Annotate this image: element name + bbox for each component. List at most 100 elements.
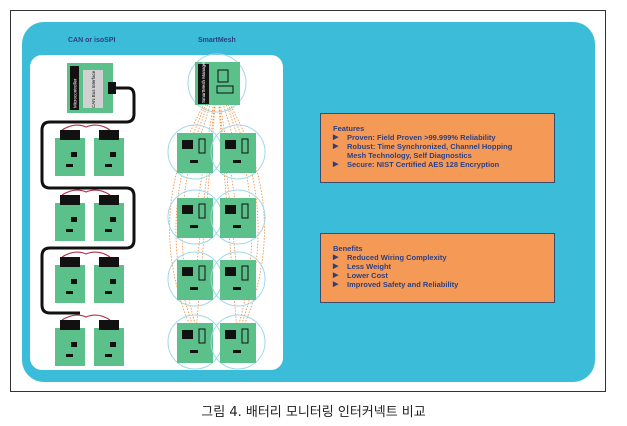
mesh-manager-label: SmartMesh Manager xyxy=(201,60,206,103)
chip-icon xyxy=(182,140,193,149)
wireless-column-title: SmartMesh xyxy=(198,37,236,44)
wireless-node-board xyxy=(167,251,223,307)
benefit-text: Lower Cost xyxy=(347,271,388,280)
chip-icon xyxy=(233,160,241,163)
chip-icon xyxy=(71,152,77,157)
board-body xyxy=(94,328,124,366)
chip-icon xyxy=(105,291,112,294)
chip-icon xyxy=(225,140,236,149)
chip-icon xyxy=(110,152,116,157)
chip-icon xyxy=(105,354,112,357)
wireless-node-board xyxy=(167,314,223,370)
chip-icon xyxy=(233,287,241,290)
chip-icon xyxy=(110,217,116,222)
benefit-text: Improved Safety and Reliability xyxy=(347,280,459,289)
feature-text: Secure: NIST Certified AES 128 Encryptio… xyxy=(347,160,500,169)
antenna-icon xyxy=(198,328,206,344)
chip-icon xyxy=(182,267,193,276)
benefit-item: ▶ Reduced Wiring Complexity xyxy=(333,253,554,262)
connector-icon xyxy=(60,320,80,330)
board-body xyxy=(177,260,213,300)
battery-monitor-board xyxy=(55,130,85,176)
battery-monitor-board xyxy=(94,320,124,366)
board-body xyxy=(220,198,256,238)
board-jumper-cable xyxy=(61,124,111,131)
bullet-arrow-icon: ▶ xyxy=(333,143,339,150)
chip-icon xyxy=(182,205,193,214)
chip-icon xyxy=(225,267,236,276)
chip-icon xyxy=(71,279,77,284)
antenna-icon xyxy=(198,203,206,219)
chip-icon xyxy=(182,330,193,339)
mesh-link xyxy=(194,82,218,220)
connector-icon xyxy=(99,130,119,140)
battery-monitor-board xyxy=(94,195,124,241)
benefit-text: Reduced Wiring Complexity xyxy=(347,253,447,262)
figure-frame xyxy=(10,10,606,392)
antenna-icon xyxy=(198,265,206,281)
antenna-icon xyxy=(241,265,249,281)
board-jumper-cable xyxy=(61,251,111,258)
feature-item: ▶ Secure: NIST Certified AES 128 Encrypti… xyxy=(333,160,554,169)
board-body xyxy=(55,328,85,366)
board-body xyxy=(94,138,124,176)
board-jumper-cable xyxy=(61,189,111,196)
chip-icon xyxy=(190,225,198,228)
board-body xyxy=(94,203,124,241)
wireless-node-board xyxy=(210,251,266,307)
figure-caption: 그림 4. 배터리 모니터링 인터커넥트 비교 xyxy=(201,405,426,420)
radio-range-ring xyxy=(210,189,266,245)
chip-icon xyxy=(225,330,236,339)
daisy-chain-cable xyxy=(40,86,136,315)
benefit-item: ▶ Less Weight xyxy=(333,262,554,271)
bullet-arrow-icon: ▶ xyxy=(333,161,339,168)
feature-text: Robust: Time Synchronized, Channel Hoppi… xyxy=(347,142,513,160)
board-body xyxy=(220,323,256,363)
chip-icon xyxy=(71,342,77,347)
bullet-arrow-icon: ▶ xyxy=(333,263,339,270)
bullet-arrow-icon: ▶ xyxy=(333,281,339,288)
chip-icon xyxy=(105,164,112,167)
boards xyxy=(55,124,266,370)
chip-icon xyxy=(66,164,73,167)
feature-item: ▶ Proven: Field Proven >99.999% Reliabili… xyxy=(333,133,554,142)
chip-icon xyxy=(190,287,198,290)
radio-range-ring xyxy=(210,314,266,370)
chip-icon xyxy=(110,342,116,347)
daisy-chain-wires xyxy=(40,86,136,321)
bullet-arrow-icon: ▶ xyxy=(333,254,339,261)
chip-icon xyxy=(71,217,77,222)
benefit-item: ▶ Improved Safety and Reliability xyxy=(333,280,554,289)
board-body xyxy=(177,323,213,363)
wireless-node-board xyxy=(210,124,266,180)
mesh-manager-board: SmartMesh Manager xyxy=(187,53,247,113)
antenna-icon xyxy=(241,203,249,219)
connector-icon xyxy=(99,257,119,267)
chip-icon xyxy=(190,350,198,353)
features-title: Features xyxy=(333,124,365,133)
radio-range-ring xyxy=(210,124,266,180)
board-body xyxy=(55,203,85,241)
board-body xyxy=(55,138,85,176)
mesh-link xyxy=(194,82,218,282)
controller-board: Microcontroller CAN Bus Interface xyxy=(67,63,116,113)
antenna-icon xyxy=(241,138,249,154)
bullet-arrow-icon: ▶ xyxy=(333,134,339,141)
wireless-node-board xyxy=(210,314,266,370)
chip-icon xyxy=(66,229,73,232)
wired-column-title: CAN or isoSPI xyxy=(68,37,116,44)
chip-icon xyxy=(233,350,241,353)
battery-monitor-board xyxy=(94,257,124,303)
feature-text: Proven: Field Proven >99.999% Reliabilit… xyxy=(347,133,496,142)
battery-monitor-board xyxy=(94,130,124,176)
chip-icon xyxy=(225,205,236,214)
board-body xyxy=(177,133,213,173)
battery-monitor-board xyxy=(55,257,85,303)
features-box: Features ▶ Proven: Field Proven >99.999% … xyxy=(320,113,555,183)
bus-label: CAN Bus Interface xyxy=(91,70,96,108)
benefit-text: Less Weight xyxy=(347,262,392,271)
antenna-icon xyxy=(241,328,249,344)
benefits-title: Benefits xyxy=(333,244,363,253)
connector-icon xyxy=(60,257,80,267)
